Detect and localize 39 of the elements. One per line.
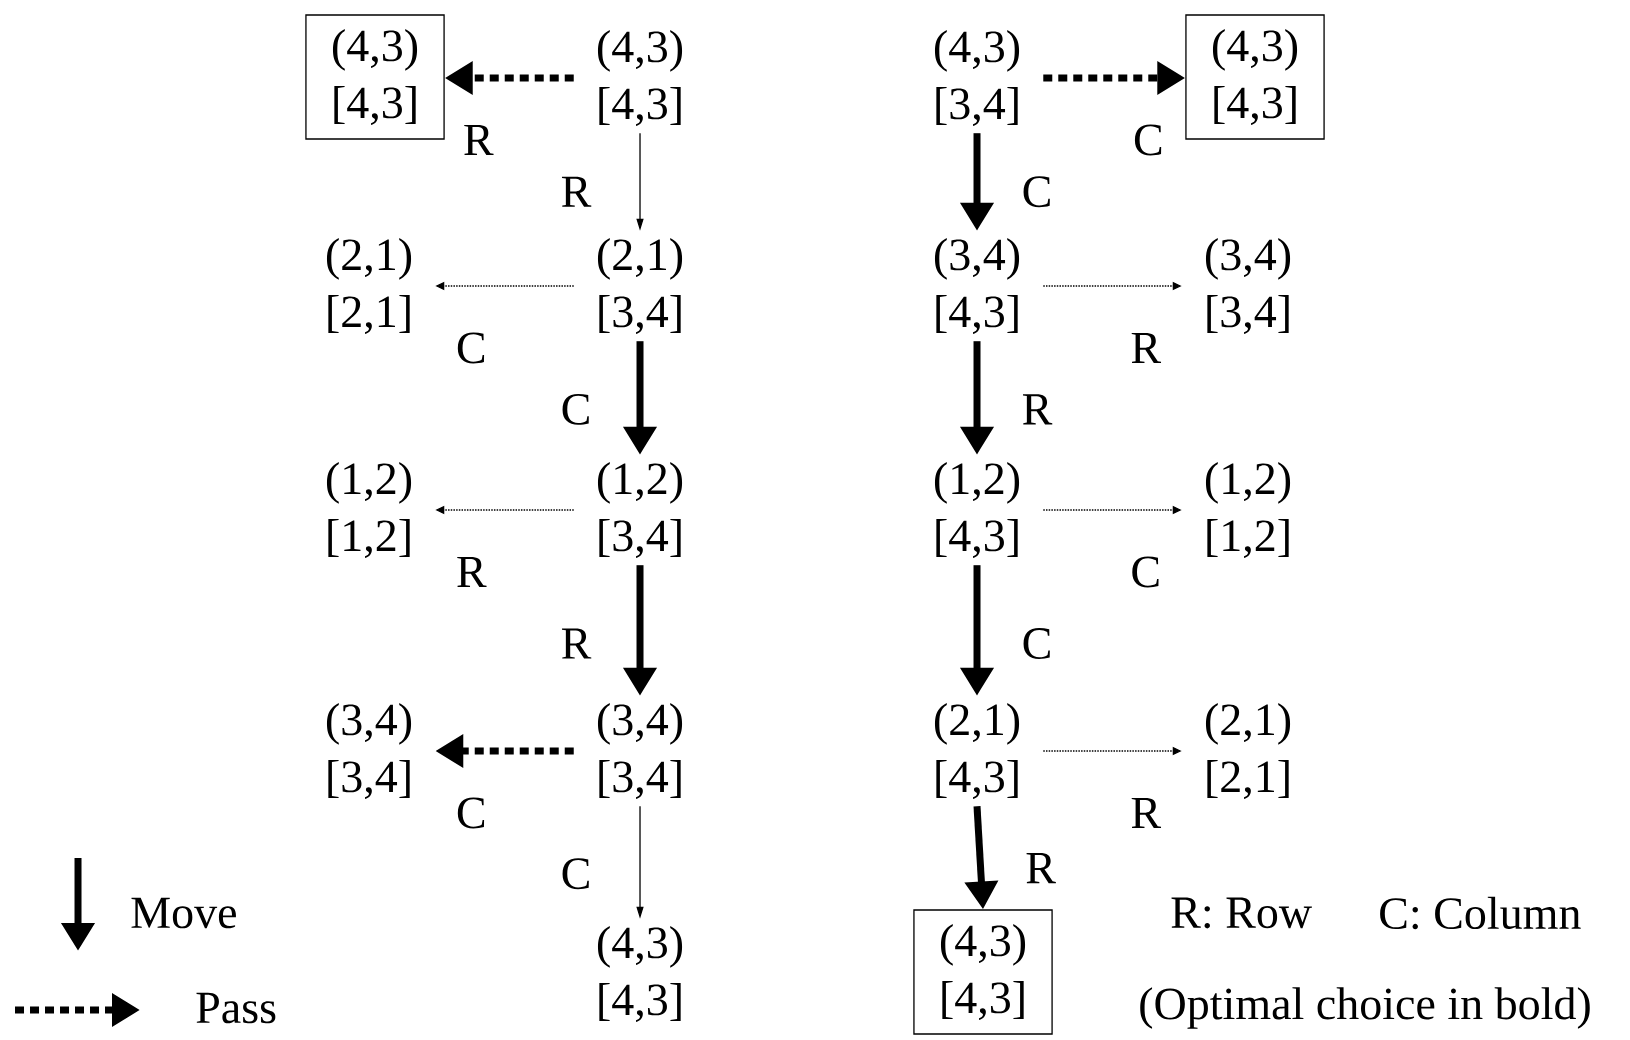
note-text: C: Column: [1380, 896, 1581, 930]
state-text: (2,1) [4,3]: [934, 703, 1020, 799]
state-text: (2,1) [3,4]: [597, 238, 683, 334]
edge-label: C: [1128, 554, 1164, 590]
state-text: (3,4) [3,4]: [326, 703, 412, 799]
state-text: (2,1) [2,1]: [326, 238, 412, 334]
edge-label: C: [1131, 122, 1166, 158]
state-text: (4,3) [4,3]: [597, 30, 683, 126]
edge-label: C: [1019, 626, 1055, 661]
edge-label: C: [1019, 174, 1055, 210]
edge-label: C: [453, 330, 489, 366]
note-text: R: Row: [1171, 897, 1312, 929]
boxed-state: (4,3) [4,3]: [1185, 14, 1325, 140]
edge-label: R: [1128, 330, 1164, 366]
legend-label: Pass: [196, 992, 276, 1024]
edge-label: R: [558, 174, 594, 209]
edge-label: C: [558, 856, 594, 892]
state-text: (1,2) [1,2]: [326, 462, 412, 558]
edge-label: C: [453, 795, 489, 831]
state-text: (3,4) [3,4]: [597, 703, 683, 799]
edge-label: R: [453, 554, 489, 590]
state-text: (1,2) [3,4]: [597, 462, 683, 558]
state-text: (4,3) [3,4]: [934, 30, 1020, 126]
edge-label: R: [1019, 392, 1055, 427]
state-text: (1,2) [1,2]: [1205, 462, 1291, 558]
boxed-state: (4,3) [4,3]: [913, 909, 1053, 1035]
boxed-state: (4,3) [4,3]: [305, 14, 445, 140]
state-text: (1,2) [4,3]: [934, 462, 1020, 558]
state-text: (3,4) [3,4]: [1205, 238, 1291, 334]
edge-label: R: [1023, 851, 1058, 886]
state-text: (4,3) [4,3]: [597, 926, 683, 1022]
state-text: (3,4) [4,3]: [934, 238, 1020, 334]
state-text: (2,1) [2,1]: [1205, 703, 1291, 799]
edge-label: R: [460, 122, 496, 158]
legend-label: Move: [131, 897, 236, 929]
note-text: (Optimal choice in bold): [1140, 987, 1590, 1029]
edge-label: R: [558, 626, 594, 661]
edge-label: C: [558, 391, 594, 427]
edge-label: R: [1128, 795, 1164, 831]
